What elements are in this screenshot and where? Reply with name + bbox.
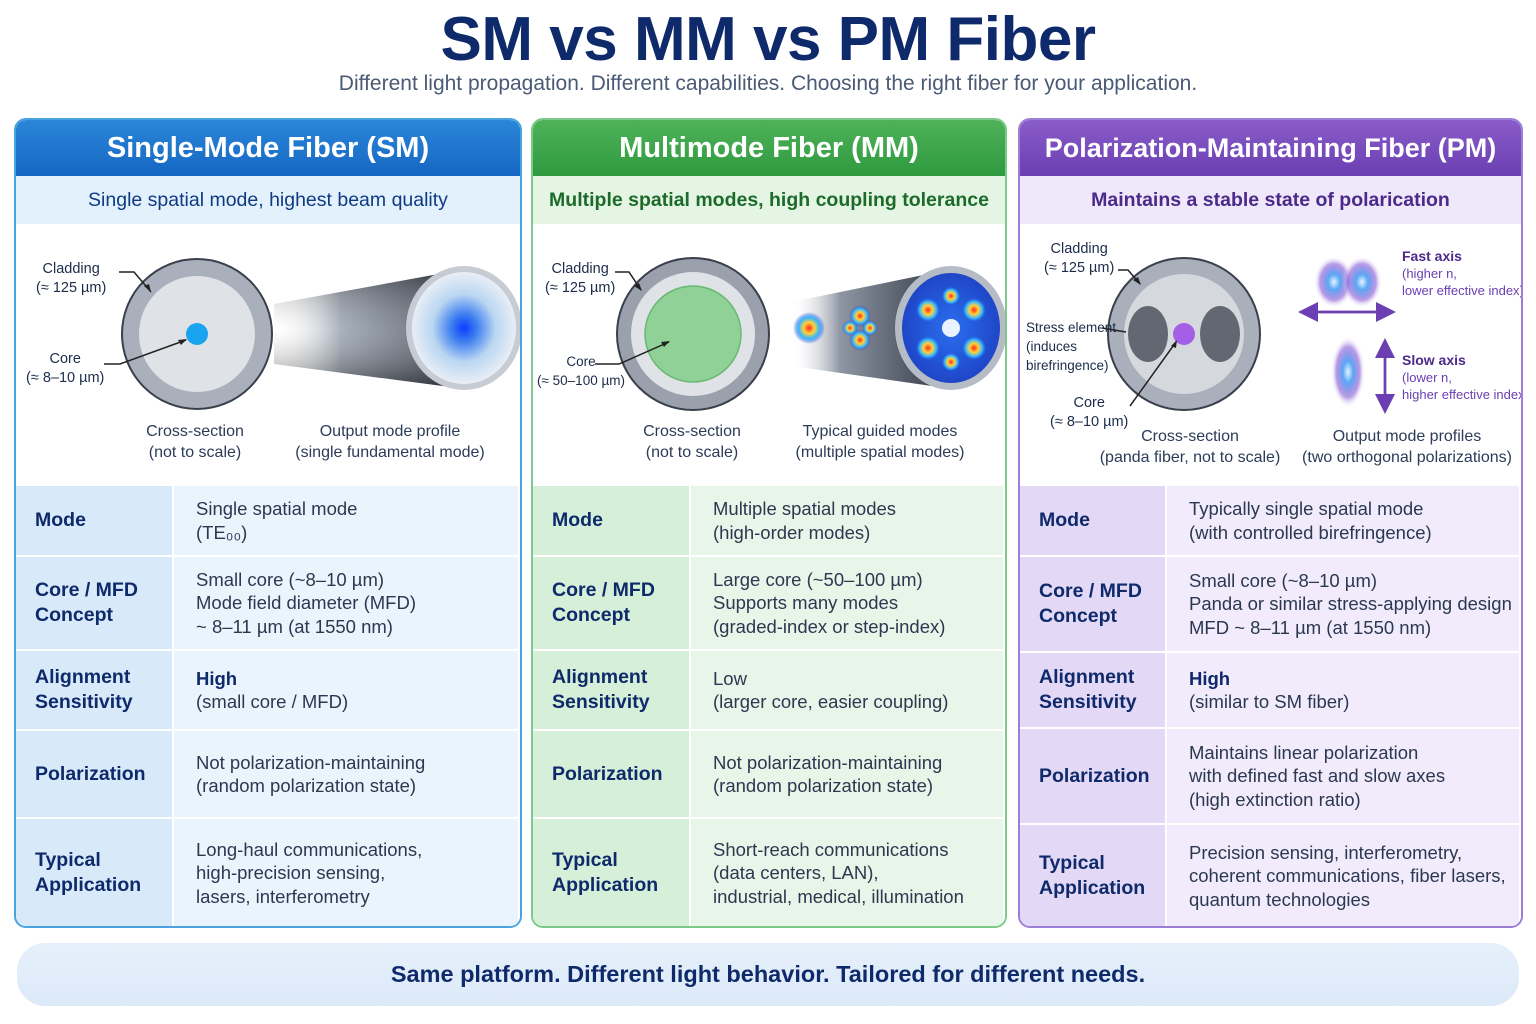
- row-value: Not polarization-maintaining(random pola…: [690, 729, 1005, 818]
- row-value: Low(larger core, easier coupling): [690, 649, 1005, 730]
- core-dot: [1173, 323, 1195, 345]
- row-value: Not polarization-maintaining(random pola…: [173, 729, 520, 818]
- slow-axis-lobe: [1331, 336, 1365, 408]
- footer-banner: Same platform. Different light behavior.…: [17, 943, 1519, 1006]
- core-label: Core(≈ 8–10 µm): [1050, 395, 1129, 430]
- pm-diagram: Cladding(≈ 125 µm) Stress element(induce…: [1020, 224, 1521, 484]
- panel-tagline: Maintains a stable state of polarication: [1020, 176, 1521, 224]
- mm-panel: Multimode Fiber (MM) Multiple spatial mo…: [531, 118, 1007, 928]
- sm-spec-table: Mode Single spatial mode(TE₀₀) Core / MF…: [16, 484, 520, 926]
- mode-pattern-lp01: [793, 312, 825, 344]
- panel-title: Polarization-Maintaining Fiber (PM): [1020, 120, 1521, 176]
- row-key: Mode: [533, 484, 691, 556]
- mm-diagram: Cladding(≈ 125 µm) Core(≈ 50–100 µm) Cro…: [533, 224, 1005, 484]
- row-value: High(small core / MFD): [173, 649, 520, 730]
- table-row: Polarization Not polarization-maintainin…: [533, 729, 1005, 818]
- row-value: Long-haul communications,high-precision …: [173, 817, 520, 926]
- panel-tagline: Single spatial mode, highest beam qualit…: [16, 176, 520, 224]
- table-row: Mode Typically single spatial mode(with …: [1020, 484, 1521, 556]
- table-row: Mode Multiple spatial modes(high-order m…: [533, 484, 1005, 556]
- output-caption: Output mode profiles(two orthogonal pola…: [1302, 428, 1512, 466]
- page-subtitle: Different light propagation. Different c…: [338, 72, 1198, 95]
- table-row: Polarization Maintains linear polarizati…: [1020, 727, 1521, 824]
- row-key: Polarization: [533, 729, 691, 818]
- sm-panel: Single-Mode Fiber (SM) Single spatial mo…: [14, 118, 522, 928]
- sm-diagram: Cladding(≈ 125 µm) Core(≈ 8–10 µm) Cross…: [16, 224, 520, 484]
- fast-axis-lobe: [1314, 256, 1354, 308]
- cladding-label: Cladding(≈ 125 µm): [545, 261, 616, 296]
- mm-fiber-illustration: [595, 257, 1005, 411]
- row-value: Small core (~8–10 µm)Mode field diameter…: [173, 555, 520, 650]
- cross-section-caption: Cross-section(panda fiber, not to scale): [1099, 428, 1281, 466]
- panel-title: Single-Mode Fiber (SM): [16, 120, 520, 176]
- core-dot: [186, 323, 208, 345]
- output-caption: Output mode profile(single fundamental m…: [295, 423, 485, 461]
- pm-fiber-illustration: [1101, 256, 1396, 414]
- cladding-label: Cladding(≈ 125 µm): [1044, 241, 1115, 276]
- table-row: Mode Single spatial mode(TE₀₀): [16, 484, 520, 556]
- row-value: Single spatial mode(TE₀₀): [173, 484, 520, 556]
- row-key: Mode: [16, 484, 174, 556]
- row-key: Polarization: [16, 729, 174, 818]
- fast-axis-label: Fast axis(higher n,lower effective index…: [1402, 248, 1523, 298]
- stress-rod-left: [1128, 306, 1168, 362]
- page-title: SM vs MM vs PM Fiber: [440, 5, 1096, 74]
- panel-title: Multimode Fiber (MM): [533, 120, 1005, 176]
- mm-spec-table: Mode Multiple spatial modes(high-order m…: [533, 484, 1005, 926]
- stress-rod-right: [1200, 306, 1240, 362]
- fundamental-mode-spot: [412, 272, 516, 384]
- slow-axis-label: Slow axis(lower n,higher effective index…: [1402, 352, 1523, 402]
- row-value: Short-reach communications(data centers,…: [690, 817, 1005, 926]
- pm-spec-table: Mode Typically single spatial mode(with …: [1020, 484, 1521, 926]
- cross-section-caption: Cross-section(not to scale): [146, 423, 244, 461]
- core-label: Core(≈ 50–100 µm): [537, 354, 625, 388]
- panel-tagline: Multiple spatial modes, high coupling to…: [533, 176, 1005, 224]
- row-value: Large core (~50–100 µm)Supports many mod…: [690, 555, 1005, 650]
- row-value: Small core (~8–10 µm)Panda or similar st…: [1166, 555, 1521, 652]
- cross-section-caption: Cross-section(not to scale): [643, 423, 741, 461]
- table-row: Polarization Not polarization-maintainin…: [16, 729, 520, 818]
- sm-fiber-illustration: [104, 258, 520, 410]
- row-value: Typically single spatial mode(with contr…: [1166, 484, 1521, 556]
- output-caption: Typical guided modes(multiple spatial mo…: [795, 423, 965, 461]
- large-core: [644, 285, 742, 383]
- cladding-label: Cladding(≈ 125 µm): [36, 261, 107, 296]
- row-value: High(similar to SM fiber): [1166, 651, 1521, 728]
- pm-panel: Polarization-Maintaining Fiber (PM) Main…: [1018, 118, 1523, 928]
- row-key: Mode: [1020, 484, 1167, 556]
- row-value: Multiple spatial modes(high-order modes): [690, 484, 1005, 556]
- row-key: Polarization: [1020, 727, 1167, 824]
- row-value: Precision sensing, interferometry,cohere…: [1166, 823, 1521, 926]
- core-label: Core(≈ 8–10 µm): [26, 351, 105, 386]
